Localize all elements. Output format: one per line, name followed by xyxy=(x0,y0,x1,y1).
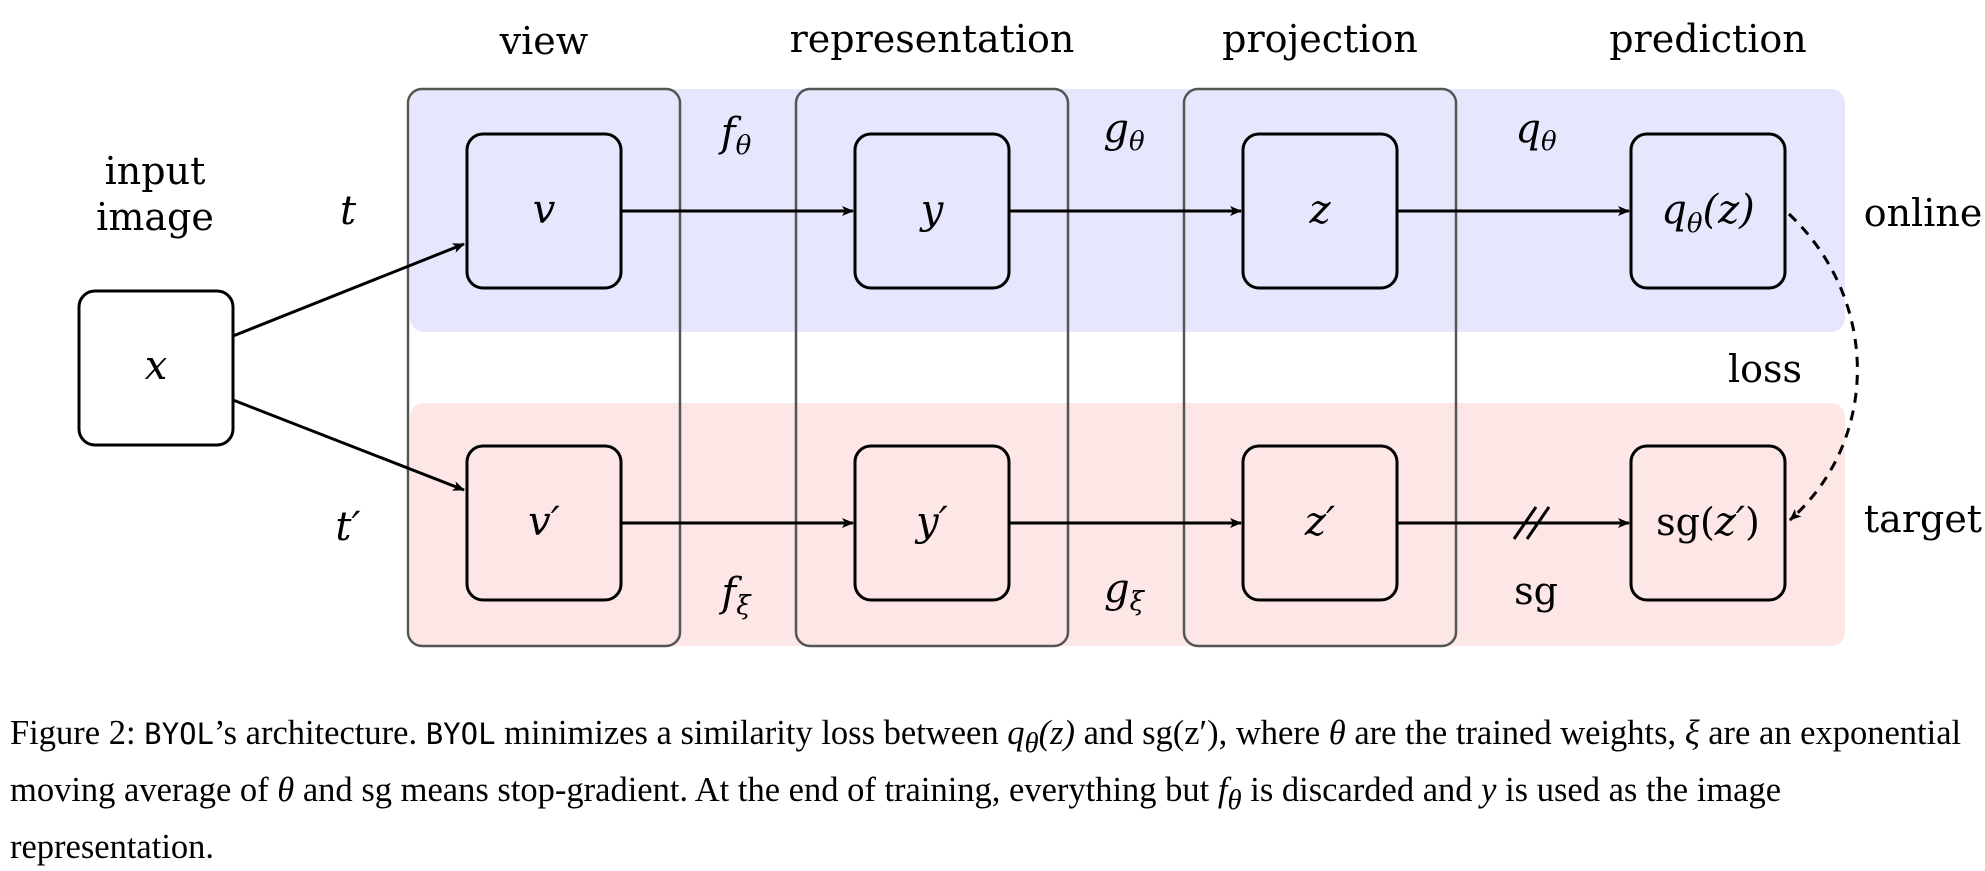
byol-architecture-diagram: view representation projection predictio… xyxy=(77,17,1983,648)
edge-label-g-xi: gξ xyxy=(1104,566,1146,617)
edge-label-g-theta: gθ xyxy=(1103,106,1145,157)
header-prediction: prediction xyxy=(1609,17,1807,61)
stop-gradient-slash-2 xyxy=(1525,506,1551,540)
label-target: target xyxy=(1864,497,1982,541)
node-v-box xyxy=(465,132,623,290)
node-q-label: qθ(z) xyxy=(1661,187,1755,239)
view-column-frame xyxy=(406,87,682,648)
projection-column-frame xyxy=(1182,87,1458,648)
header-representation: representation xyxy=(790,17,1075,61)
node-v-label: v xyxy=(533,187,556,233)
edge-label-f-xi: fξ xyxy=(718,570,752,621)
edge-label-t-prime: t′ xyxy=(335,504,360,550)
edge-label-t: t xyxy=(340,188,357,234)
label-loss: loss xyxy=(1728,347,1802,391)
node-v-prime-box xyxy=(465,444,623,602)
loss-dashed-arrow xyxy=(1787,212,1859,522)
representation-column-frame xyxy=(794,87,1070,648)
node-z-label: z xyxy=(1308,187,1331,233)
header-projection: projection xyxy=(1222,17,1418,61)
node-x-box xyxy=(77,289,235,447)
node-x-label: x xyxy=(145,343,168,389)
node-z-box xyxy=(1241,132,1399,290)
label-input-line2: image xyxy=(96,195,214,239)
stop-gradient-slash-1 xyxy=(1512,506,1538,540)
node-sg-label: sg(z′) xyxy=(1656,499,1760,545)
node-y-prime-label: y′ xyxy=(914,499,948,545)
edge-label-sg: sg xyxy=(1514,569,1558,613)
node-sg-box xyxy=(1629,444,1787,602)
figure-caption: Figure 2: BYOL’s architecture. BYOL mini… xyxy=(10,714,1962,866)
node-z-prime-label: z′ xyxy=(1304,499,1335,545)
node-q-box xyxy=(1629,132,1787,290)
node-v-prime-label: v′ xyxy=(528,499,560,545)
node-y-box xyxy=(853,132,1011,290)
node-y-prime-box xyxy=(853,444,1011,602)
node-z-prime-box xyxy=(1241,444,1399,602)
edge-label-q-theta: qθ xyxy=(1515,106,1557,157)
node-y-label: y xyxy=(919,187,945,233)
label-online: online xyxy=(1864,191,1983,235)
arrow-x-to-v-prime xyxy=(232,398,465,492)
header-view: view xyxy=(499,19,589,63)
label-input-line1: input xyxy=(105,149,206,193)
arrow-x-to-v xyxy=(232,242,465,338)
